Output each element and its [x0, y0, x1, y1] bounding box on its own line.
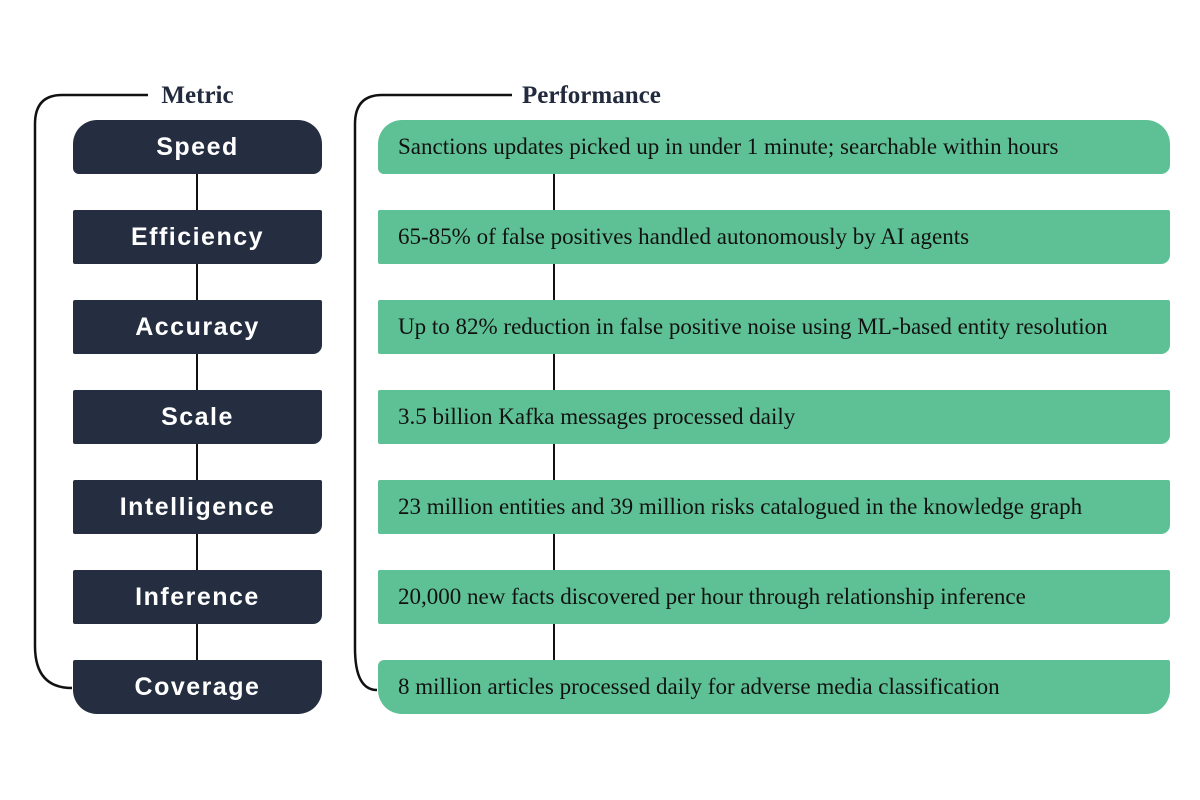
metric-box-accuracy: Accuracy	[73, 300, 322, 354]
performance-box-coverage: 8 million articles processed daily for a…	[378, 660, 1170, 714]
metric-column-header: Metric	[161, 82, 234, 109]
metric-bracket-line	[33, 93, 148, 690]
metric-box-efficiency: Efficiency	[73, 210, 322, 264]
performance-column-header: Performance	[522, 82, 661, 109]
metric-box-inference: Inference	[73, 570, 322, 624]
performance-box-efficiency: 65-85% of false positives handled autono…	[378, 210, 1170, 264]
performance-box-speed: Sanctions updates picked up in under 1 m…	[378, 120, 1170, 174]
performance-box-accuracy: Up to 82% reduction in false positive no…	[378, 300, 1170, 354]
performance-box-scale: 3.5 billion Kafka messages processed dai…	[378, 390, 1170, 444]
performance-bracket-line	[353, 93, 512, 692]
performance-box-inference: 20,000 new facts discovered per hour thr…	[378, 570, 1170, 624]
performance-box-intelligence: 23 million entities and 39 million risks…	[378, 480, 1170, 534]
metric-box-scale: Scale	[73, 390, 322, 444]
metric-box-coverage: Coverage	[73, 660, 322, 714]
metric-box-speed: Speed	[73, 120, 322, 174]
metric-box-intelligence: Intelligence	[73, 480, 322, 534]
